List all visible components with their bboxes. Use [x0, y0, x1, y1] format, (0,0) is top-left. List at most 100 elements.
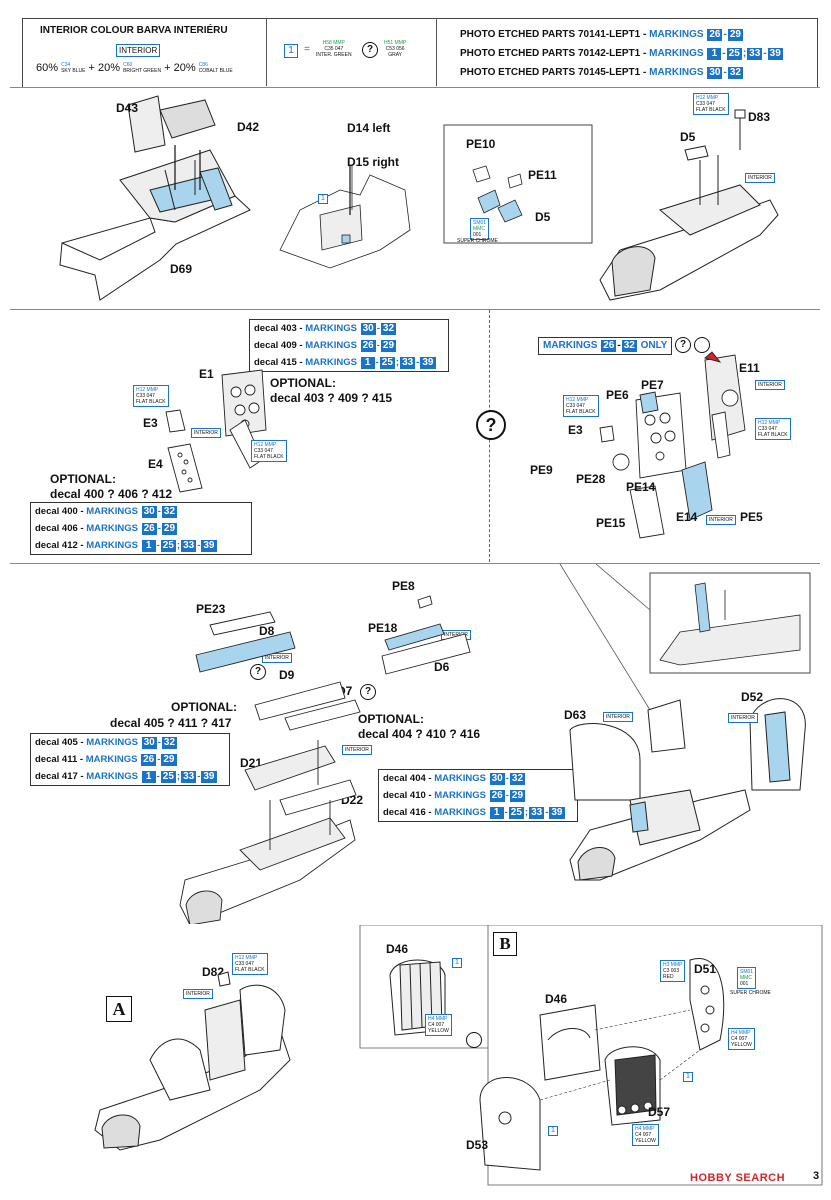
pe-line-3-chip: 32 — [727, 67, 743, 79]
box4-row-1-markings: MARKINGS — [434, 773, 489, 784]
question-icon-d7: ? — [360, 684, 376, 700]
part-d69: D69 — [170, 262, 193, 276]
pe-line-3: PHOTO ETCHED PARTS 70145-LEPT1 - MARKING… — [460, 63, 784, 82]
section-line-1 — [10, 87, 820, 88]
part-d15: D15 right — [347, 155, 400, 169]
pe-line-2: PHOTO ETCHED PARTS 70142-LEPT1 - MARKING… — [460, 44, 784, 63]
box2-row-2-sep: - — [157, 523, 161, 534]
box1-row-1-chip: 32 — [380, 323, 397, 335]
box4-row-1-chip: 30 — [489, 773, 505, 785]
cockpit-tub-left — [59, 95, 251, 301]
box3-row-1: decal 405 - MARKINGS 30-32 — [31, 734, 229, 751]
interior-tag: INTERIOR — [116, 44, 161, 57]
pe-line-2-sep: - — [763, 48, 767, 59]
box4-row-3-label: decal 416 - — [383, 807, 435, 818]
box3-row-3-sep: - — [156, 771, 160, 782]
formula-percent-1: 60% — [36, 62, 59, 74]
pe-parts-inset — [472, 165, 523, 223]
box2-row-2: decal 406 - MARKINGS 26-29 — [31, 520, 251, 537]
pe-line-2-chip: 25 — [726, 48, 742, 60]
legend-question-icon: ? — [362, 42, 378, 58]
box3-row-1-markings: MARKINGS — [86, 737, 141, 748]
legend-paint-b: H51 MMP C53 056 GRAY — [384, 40, 407, 58]
box3-row-1-sep: - — [157, 737, 161, 748]
part-d46b: D46 — [545, 992, 568, 1006]
pe-line-2-chip: 39 — [767, 48, 783, 60]
box2-row-3-chip: 39 — [201, 540, 217, 552]
part-pe11: PE11 — [528, 168, 557, 182]
cockpit-tub-a — [94, 971, 291, 1151]
box1-row-3-sep: - — [416, 357, 420, 368]
box3-row-2-chip: 26 — [141, 754, 157, 766]
pe-line-3-label: PHOTO ETCHED PARTS 70145-LEPT1 - — [460, 67, 650, 78]
box2-row-1-chip: 32 — [161, 506, 178, 518]
box2-row-3-chip: 25 — [160, 540, 176, 552]
pe-line-3-markings: MARKINGS — [649, 67, 707, 78]
photo-etched-list: PHOTO ETCHED PARTS 70141-LEPT1 - MARKING… — [460, 25, 784, 82]
pe-line-2-chip: 1 — [707, 48, 722, 60]
paint-number-box: 1 — [318, 194, 328, 204]
part-e3: E3 — [143, 416, 158, 430]
box1-row-2-markings: MARKINGS — [305, 340, 360, 351]
part-pe8: PE8 — [392, 579, 415, 593]
part-d51: D51 — [694, 962, 717, 976]
part-d9: D9 — [279, 668, 295, 682]
part-pe9: PE9 — [530, 463, 553, 477]
legend-number-box: 1 — [284, 44, 298, 58]
box3-row-3: decal 417 - MARKINGS 1-25;33-39 — [31, 768, 229, 785]
box1-row-3-markings: MARKINGS — [305, 357, 360, 368]
section3-drawings — [179, 564, 811, 924]
part-d57: D57 — [648, 1105, 671, 1119]
paint-number-box-4: 1 — [548, 1126, 558, 1136]
optional-4-title: OPTIONAL: — [358, 712, 424, 726]
box3-row-1-chip: 30 — [141, 737, 157, 749]
box1-row-3-sep: - — [375, 357, 379, 368]
part-pe14: PE14 — [626, 480, 656, 494]
box3-row-3-chip: 1 — [141, 771, 156, 783]
interior-tag-9: INTERIOR — [728, 713, 758, 723]
part-d8: D8 — [259, 624, 275, 638]
box1-row-1-markings: MARKINGS — [305, 323, 360, 334]
box3-row-2-sep: - — [157, 754, 161, 765]
box4-row-3-chip: 39 — [549, 807, 565, 819]
part-d46a: D46 — [386, 942, 409, 956]
box2-row-2-chip: 29 — [161, 523, 178, 535]
box2-row-2-label: decal 406 - — [35, 523, 87, 534]
part-d52: D52 — [741, 690, 764, 704]
instrument-panel-small — [279, 165, 411, 269]
part-d5b: D5 — [680, 130, 696, 144]
box1-row-1-chip: 30 — [360, 323, 376, 335]
interior-tag-2: INTERIOR — [191, 428, 221, 438]
seat-parts — [389, 958, 725, 1171]
box3-row-3-markings: MARKINGS — [86, 771, 141, 782]
paint-chrome-name: SUPER CHROME — [457, 238, 498, 244]
formula-plus-2: + 20% — [164, 62, 196, 74]
box1-row-1-label: decal 403 - — [254, 323, 306, 334]
part-pe23: PE23 — [196, 602, 226, 616]
step-b-box: B — [493, 932, 517, 956]
cockpit-tub-mid — [569, 698, 806, 881]
part-e4: E4 — [148, 457, 163, 471]
part-d42: D42 — [237, 120, 260, 134]
interior-colour-title: INTERIOR COLOUR BARVA INTERIÉRU — [40, 25, 228, 36]
box3-row-3-chip: 33 — [181, 771, 197, 783]
box4-row-3-sep: - — [504, 807, 508, 818]
box4-row-3-sep: ; — [524, 807, 529, 818]
part-pe5: PE5 — [740, 510, 763, 524]
box2-row-3-sep: - — [197, 540, 201, 551]
box4-row-3-markings: MARKINGS — [434, 807, 489, 818]
optional-1-title: OPTIONAL: — [270, 376, 336, 390]
part-e3b: E3 — [568, 423, 583, 437]
section2-drawings — [165, 351, 746, 539]
box1-row-3-sep: ; — [395, 357, 400, 368]
part-pe10: PE10 — [466, 137, 496, 151]
